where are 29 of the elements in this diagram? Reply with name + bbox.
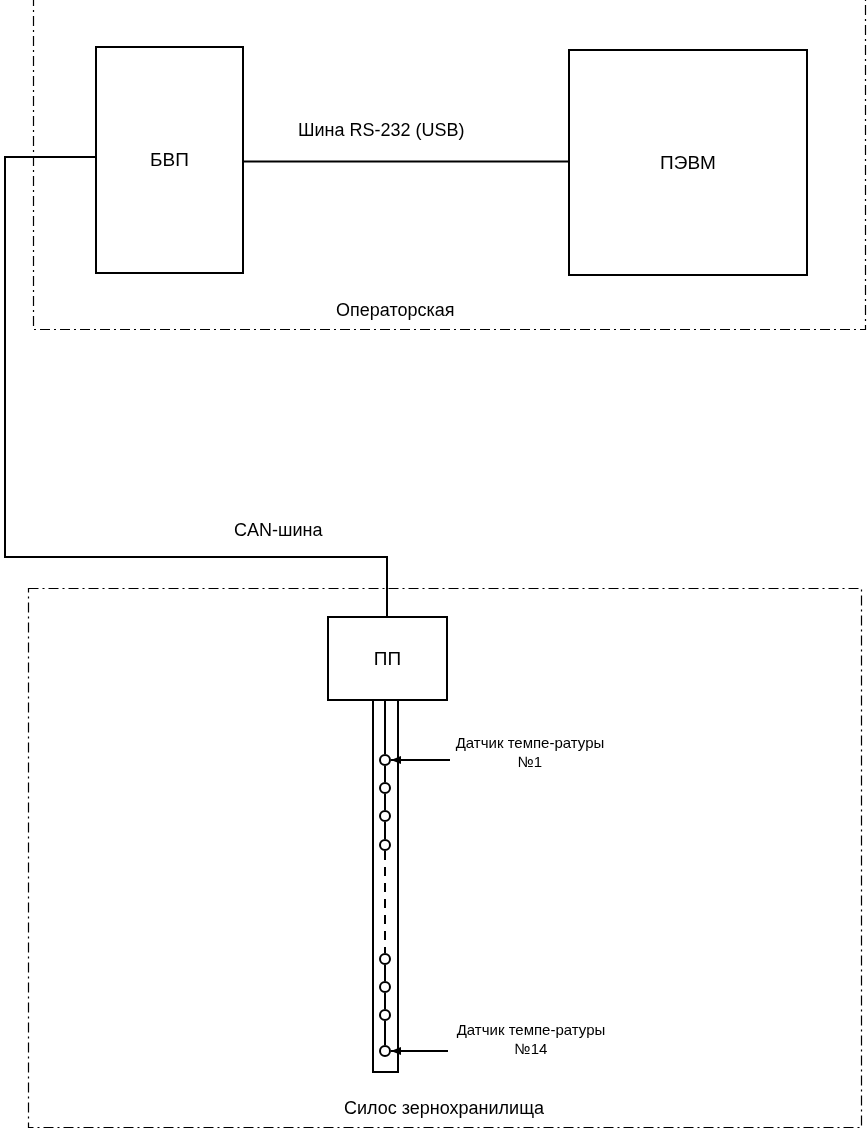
connector-line [384, 1020, 386, 1046]
probe-bar [372, 699, 399, 1073]
device-box: БВП [95, 46, 244, 274]
connector-line [384, 992, 386, 1010]
device-box: ПП [327, 616, 448, 701]
connector-line [384, 850, 386, 954]
connector-line [384, 964, 386, 982]
sensor-circle [379, 1045, 391, 1057]
sensor-circle [379, 782, 391, 794]
connector-line [384, 793, 386, 811]
leader-arrow [390, 1047, 449, 1055]
sensor-circle [379, 1009, 391, 1021]
sensor-circle [379, 839, 391, 851]
edge-label: Шина RS-232 (USB) [296, 120, 467, 141]
connector-line [243, 160, 569, 163]
connector-line [4, 156, 388, 617]
leader-arrow [390, 756, 451, 764]
zone-label: Операторская [336, 300, 455, 321]
connector-line [384, 765, 386, 783]
sensor-label: Датчик темпе-ратуры №14 [448, 1020, 614, 1062]
device-box: ПЭВМ [568, 49, 808, 276]
sensor-circle [379, 953, 391, 965]
sensor-label: Датчик темпе-ратуры №1 [450, 733, 610, 775]
sensor-circle [379, 754, 391, 766]
connector-line [384, 700, 386, 755]
sensor-circle [379, 981, 391, 993]
connector-line [384, 821, 386, 840]
sensor-circle [379, 810, 391, 822]
zone-label: Силос зернохранилища [344, 1098, 544, 1119]
